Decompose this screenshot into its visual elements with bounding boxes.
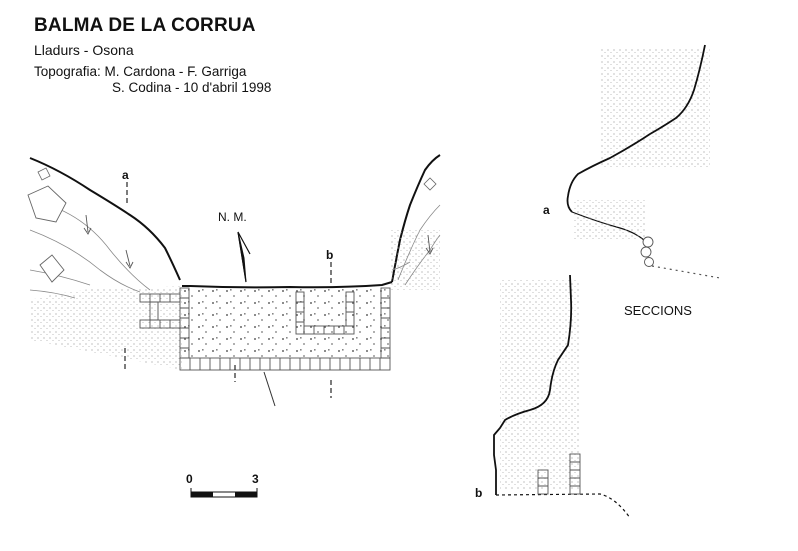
right-slope-fill (390, 230, 440, 290)
scale-start-label: 0 (186, 472, 193, 486)
section-b-wall (493, 274, 573, 495)
survey-credits-line-1: Topografia: M. Cardona - F. Garriga (34, 64, 247, 79)
scale-bar (190, 488, 258, 498)
plan-view (27, 154, 441, 407)
section-b-floor (495, 493, 631, 519)
section-a-wall (566, 44, 706, 213)
boulder-lower (39, 254, 65, 283)
masonry-walls (139, 287, 391, 371)
entrance-line (263, 371, 276, 407)
section-a-ground-dots (651, 265, 721, 279)
section-b-masonry (537, 453, 581, 495)
scale-end-label: 3 (252, 472, 259, 486)
plan-section-b-label: b (326, 248, 334, 262)
section-a-label: a (543, 203, 550, 217)
left-contours (29, 199, 151, 299)
sections-label: SECCIONS (624, 303, 692, 318)
section-b-profile (493, 274, 631, 519)
boulder-right (423, 177, 437, 191)
left-slope-fill (30, 286, 182, 370)
survey-credits-line-2: S. Codina - 10 d'abril 1998 (112, 80, 272, 95)
shelter-floor (182, 286, 392, 358)
north-label: N. M. (218, 210, 247, 224)
section-line-a (124, 182, 128, 370)
boulder-upper (27, 185, 67, 223)
location-text: Lladurs - Osona (34, 42, 134, 58)
boulder-small (37, 167, 51, 181)
shelter-back-wall (182, 281, 393, 289)
map-title: BALMA DE LA CORRUA (34, 15, 256, 36)
plan-section-a-label: a (122, 168, 129, 182)
section-b-label: b (475, 486, 483, 500)
left-dripline (29, 157, 181, 281)
section-a-profile (566, 44, 721, 279)
